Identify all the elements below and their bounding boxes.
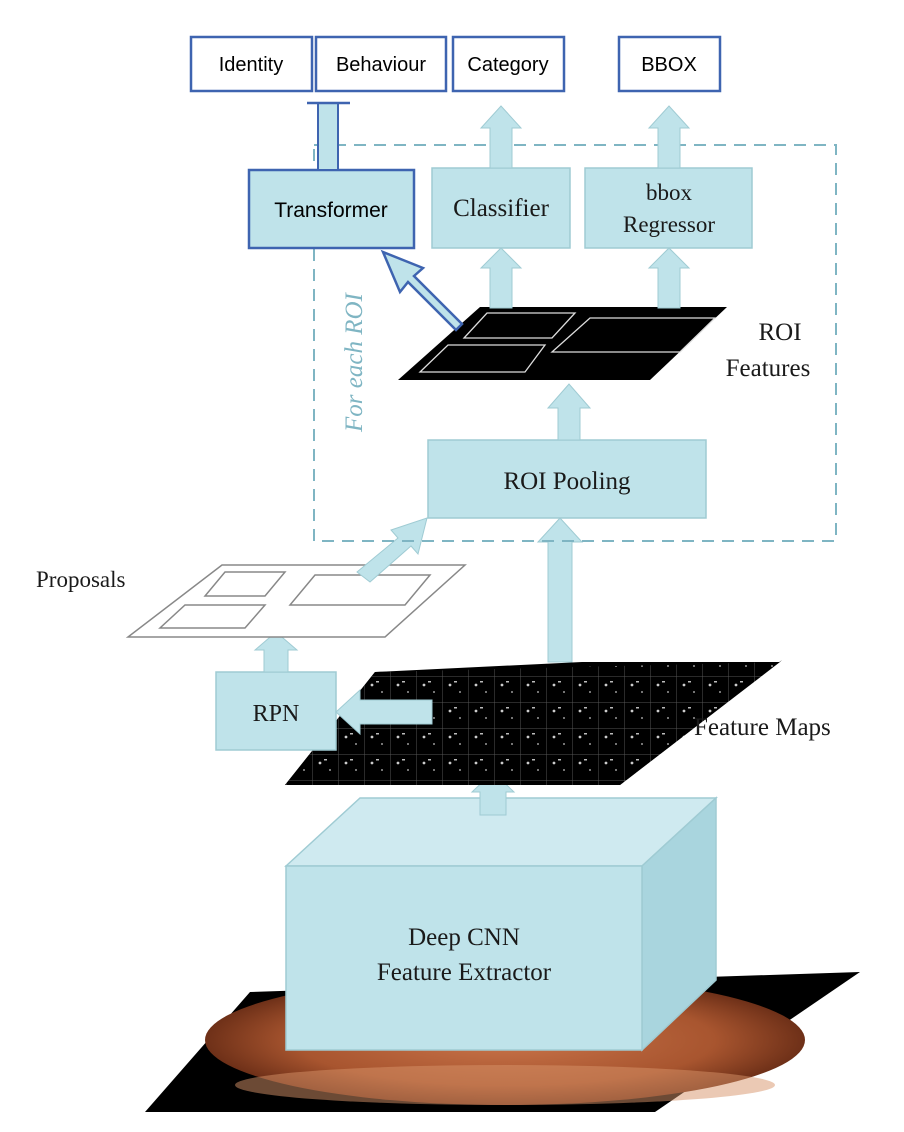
regressor-label-line1: bbox bbox=[646, 180, 693, 205]
output-category-label: Category bbox=[467, 54, 548, 76]
proposals-label: Proposals bbox=[36, 567, 126, 592]
feature-maps-plane bbox=[285, 660, 782, 785]
arrow-rpn-to-proposals bbox=[253, 631, 299, 673]
feature-maps-label: Feature Maps bbox=[694, 714, 831, 741]
output-category-box: Category bbox=[451, 35, 566, 93]
rpn-label: RPN bbox=[253, 701, 300, 727]
classifier-box: Classifier bbox=[431, 167, 571, 249]
transformer-label: Transformer bbox=[274, 199, 388, 222]
transformer-box: Transformer bbox=[247, 168, 416, 250]
for-each-roi-region bbox=[313, 144, 837, 542]
output-behaviour-label: Behaviour bbox=[336, 54, 426, 76]
proposals-plane bbox=[125, 564, 467, 638]
transformer-to-behaviour-connector bbox=[307, 101, 350, 171]
rpn-box: RPN bbox=[215, 671, 337, 751]
arrow-featuremaps-to-roipooling bbox=[536, 517, 584, 663]
roi-features-plane bbox=[398, 307, 727, 380]
arrow-roipooling-to-roifeatures bbox=[546, 383, 592, 441]
cnn-label-line1: Deep CNN bbox=[408, 924, 520, 951]
roi-features-label-line2: Features bbox=[726, 355, 811, 382]
output-bbox-box: BBOX bbox=[617, 35, 722, 93]
cnn-label-line2: Feature Extractor bbox=[377, 959, 552, 986]
classifier-label: Classifier bbox=[453, 195, 549, 222]
arrow-roifeatures-to-transformer bbox=[380, 249, 464, 332]
output-identity-box: Identity bbox=[189, 35, 314, 93]
arrow-classifier-to-category bbox=[479, 105, 523, 169]
deep-cnn-box: Deep CNN Feature Extractor bbox=[284, 796, 718, 1052]
regressor-box: bbox Regressor bbox=[584, 167, 753, 249]
roi-pooling-box: ROI Pooling bbox=[427, 439, 707, 519]
output-bbox-label: BBOX bbox=[641, 54, 697, 76]
roi-features-label-line1: ROI bbox=[758, 319, 801, 346]
output-identity-label: Identity bbox=[219, 54, 283, 76]
arrow-regressor-to-bbox bbox=[647, 105, 691, 169]
regressor-label-line2: Regressor bbox=[623, 212, 715, 237]
for-each-roi-label: For each ROI bbox=[341, 291, 368, 433]
arrow-proposals-to-roipooling bbox=[356, 517, 428, 583]
roi-pooling-label: ROI Pooling bbox=[503, 468, 631, 495]
arrow-roifeatures-to-classifier bbox=[479, 247, 523, 309]
output-behaviour-box: Behaviour bbox=[314, 35, 448, 93]
arrow-featuremaps-to-rpn bbox=[335, 688, 433, 736]
arrow-roifeatures-to-regressor bbox=[647, 247, 691, 309]
